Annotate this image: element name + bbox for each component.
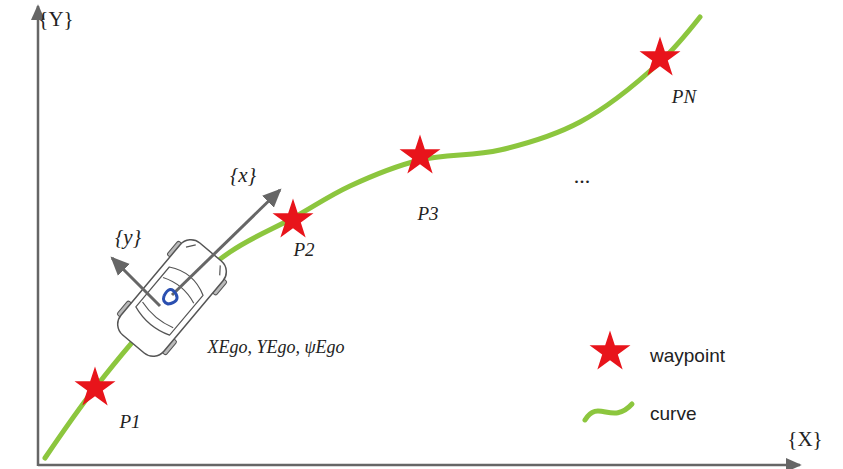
heading-symbol [164,289,178,304]
diagram-label: {x} [230,164,256,187]
y-axis [37,6,40,466]
local-y-axis [112,258,160,306]
waypoint-star [590,330,631,369]
diagram-label: {X} [787,428,822,451]
diagram-label: {y} [115,226,141,249]
diagram-label: {Y} [38,8,73,31]
diagram-label: PN [672,87,696,108]
diagram-label: P3 [417,204,438,225]
waypoint-star [273,198,314,237]
diagram-label: XEgo, YEgo, ψEgo [207,338,344,358]
path-curve [45,17,700,458]
x-axis [38,464,800,467]
waypoint-star [640,36,681,75]
legend-text: waypoint [650,346,725,367]
local-x-axis [172,190,280,295]
legend-text: curve [650,404,696,425]
diagram-label: P2 [293,240,314,261]
waypoint-star [75,366,116,405]
waypoint-star [400,134,441,173]
diagram-label: P1 [119,412,140,433]
legend-curve-sample [585,404,632,420]
diagram-label: ... [574,164,591,188]
